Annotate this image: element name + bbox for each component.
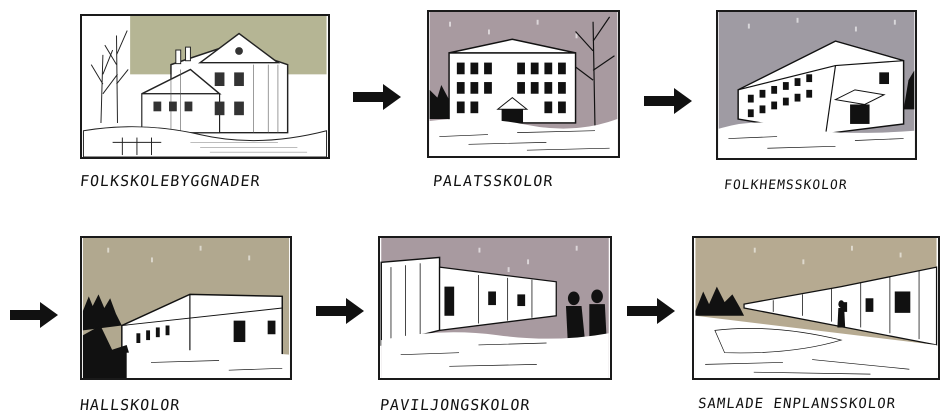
caption-palatsskolor: PALATSSKOLOR: [432, 172, 555, 190]
illustration-pavilion-school: [380, 238, 609, 378]
right-arrow-icon: [644, 88, 692, 114]
panel-folkhemsskolor: [716, 10, 917, 160]
illustration-palace-school: [429, 12, 618, 156]
illustration-hall-school: [82, 238, 290, 378]
panel-hallskolor: [80, 236, 292, 380]
right-arrow-icon: [316, 298, 364, 324]
panel-palatsskolor: [427, 10, 620, 158]
illustration-single-storey-school: [695, 238, 938, 378]
caption-samlade-enplansskolor: SAMLADE ENPLANSSKOLOR: [697, 396, 897, 412]
panel-paviljongskolor: [378, 236, 612, 380]
right-arrow-icon: [353, 84, 401, 110]
caption-paviljongskolor: PAVILJONGSKOLOR: [379, 396, 532, 414]
caption-folkskolebyggnader: FOLKSKOLEBYGGNADER: [79, 172, 262, 190]
panel-folkskolebyggnader: [80, 14, 330, 159]
panel-samlade-enplansskolor: [692, 236, 940, 380]
right-arrow-icon: [627, 298, 675, 324]
right-arrow-icon: [10, 302, 58, 328]
caption-hallskolor: HALLSKOLOR: [79, 396, 182, 414]
caption-folkhemsskolor: FOLKHEMSSKOLOR: [723, 178, 849, 193]
illustration-folkhem-school: [718, 12, 915, 158]
illustration-wooden-schoolhouse: [82, 16, 328, 157]
